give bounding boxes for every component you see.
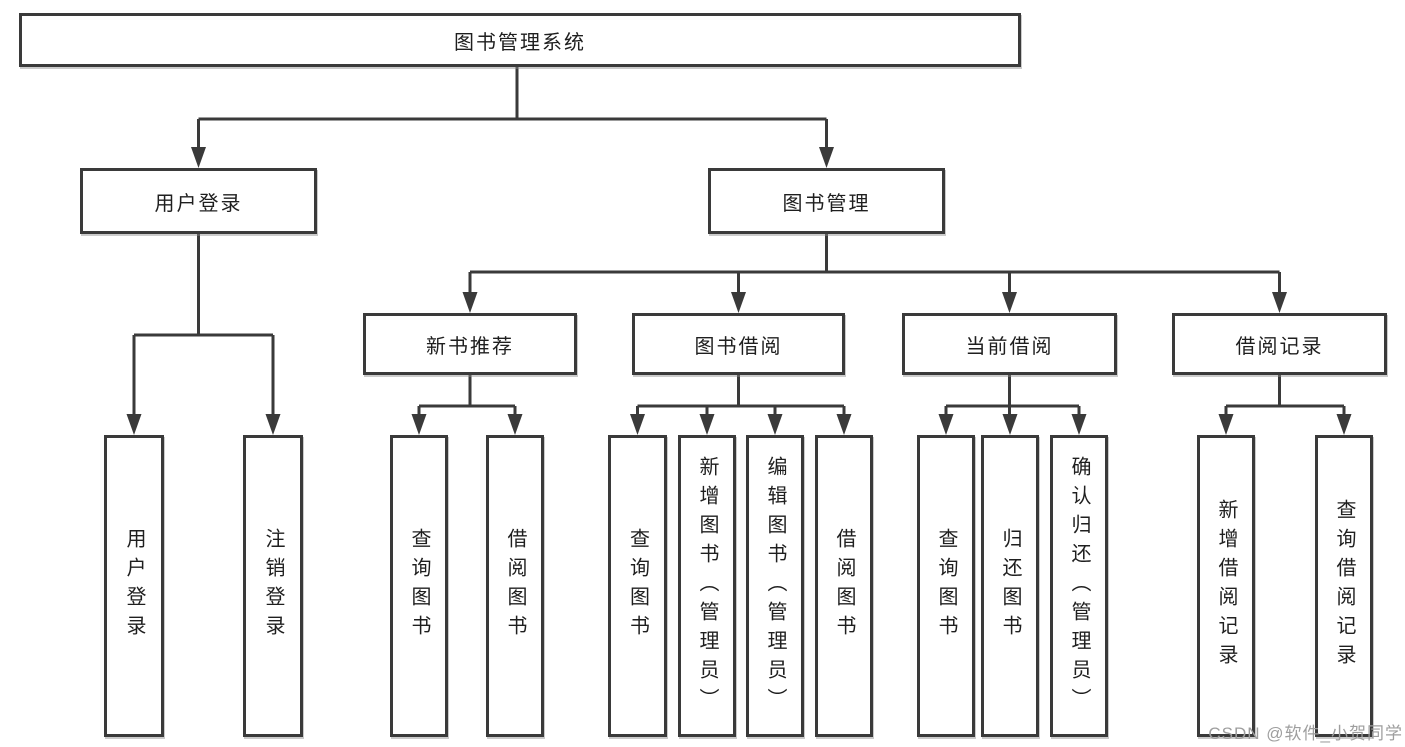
leaf-logout: 注销登录: [243, 435, 303, 737]
leaf-add-books-admin: 新增图书（管理员）: [678, 435, 736, 737]
leaf-user-login: 用户登录: [104, 435, 164, 737]
leaf-confirm-return-admin: 确认归还（管理员）: [1050, 435, 1108, 737]
node-book-management-module: 图书管理: [708, 168, 945, 234]
node-new-book-recommendation: 新书推荐: [363, 313, 577, 375]
node-current-borrowing: 当前借阅: [902, 313, 1117, 375]
leaf-return-books: 归还图书: [981, 435, 1039, 737]
csdn-watermark: CSDN @软件_小贺同学: [1208, 724, 1403, 743]
leaf-edit-books-admin: 编辑图书（管理员）: [746, 435, 804, 737]
leaf-query-borrow-record: 查询借阅记录: [1315, 435, 1373, 737]
node-book-borrowing: 图书借阅: [632, 313, 845, 375]
node-user-login-module: 用户登录: [80, 168, 317, 234]
leaf-query-books-current: 查询图书: [917, 435, 975, 737]
node-library-management-system: 图书管理系统: [19, 13, 1021, 67]
node-borrowing-records: 借阅记录: [1172, 313, 1387, 375]
leaf-add-borrow-record: 新增借阅记录: [1197, 435, 1255, 737]
leaf-query-books-borrow: 查询图书: [608, 435, 667, 737]
leaf-borrow-books: 借阅图书: [815, 435, 873, 737]
leaf-query-books-recommend: 查询图书: [390, 435, 448, 737]
leaf-borrow-books-recommend: 借阅图书: [486, 435, 544, 737]
